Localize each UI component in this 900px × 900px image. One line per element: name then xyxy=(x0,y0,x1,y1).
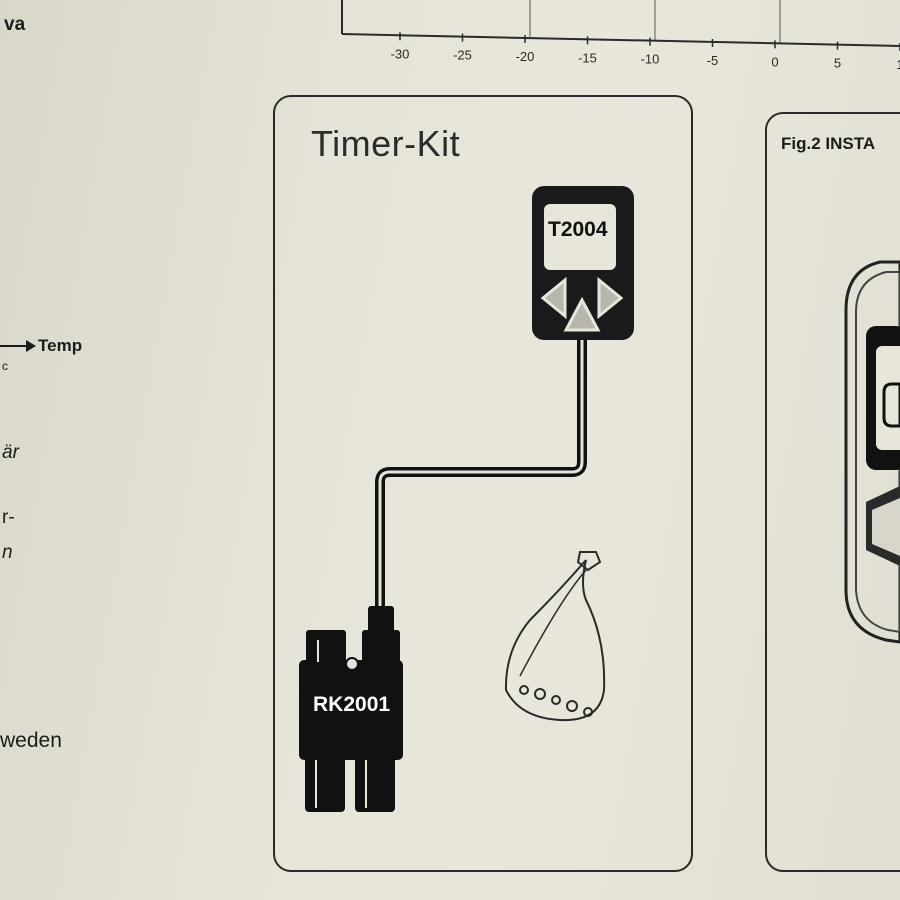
left-text-column: va Temp c är r- n weden xyxy=(0,0,200,900)
cable-outer xyxy=(375,338,587,612)
fragment-weden: weden xyxy=(0,729,62,752)
cable-inner xyxy=(378,338,584,612)
parts-bag-icon xyxy=(504,551,606,722)
fragment-va: va xyxy=(4,14,26,35)
down-arrow-button-icon xyxy=(563,296,601,332)
axis-tick-label: 0 xyxy=(771,54,778,69)
axis-tick-label: -10 xyxy=(641,52,660,67)
fragment-r: r- xyxy=(2,507,15,528)
rk2001-relay-unit xyxy=(299,606,403,812)
t2004-display-unit xyxy=(532,186,634,340)
arrow-line xyxy=(0,345,26,347)
fragment-c: c xyxy=(2,359,8,373)
axis-tick-label: 5 xyxy=(834,56,841,70)
panel-title: Timer-Kit xyxy=(311,123,461,164)
temp-axis-label: Temp xyxy=(0,336,82,356)
fig2-title: Fig.2 INSTA xyxy=(781,134,876,153)
fragment-n: n xyxy=(2,542,13,563)
chart-axis-svg: -30 -25 -20 -15 -10 -5 0 5 1 xyxy=(341,0,900,70)
fig2-device xyxy=(844,260,900,644)
rk2001-label: RK2001 xyxy=(313,693,391,716)
right-arrow-button-icon xyxy=(597,276,624,320)
fragment-temp: Temp xyxy=(38,336,83,355)
axis-tick-label: 1 xyxy=(896,57,900,70)
fig2-panel: Fig.2 INSTA xyxy=(765,112,900,872)
arrow-right-icon xyxy=(26,340,36,352)
timer-kit-panel: Timer-Kit xyxy=(273,95,693,872)
fragment-ar: är xyxy=(2,442,19,463)
t2004-label: T2004 xyxy=(548,218,608,241)
left-arrow-button-icon xyxy=(540,276,567,320)
axis-tick-label: -30 xyxy=(391,46,410,61)
axis-tick-label: -20 xyxy=(516,49,535,64)
chart-axis-fragment: -30 -25 -20 -15 -10 -5 0 5 1 xyxy=(340,0,900,70)
axis-tick-label: -15 xyxy=(578,50,597,65)
axis-tick-label: -5 xyxy=(707,53,719,68)
axis-tick-label: -25 xyxy=(453,48,472,63)
